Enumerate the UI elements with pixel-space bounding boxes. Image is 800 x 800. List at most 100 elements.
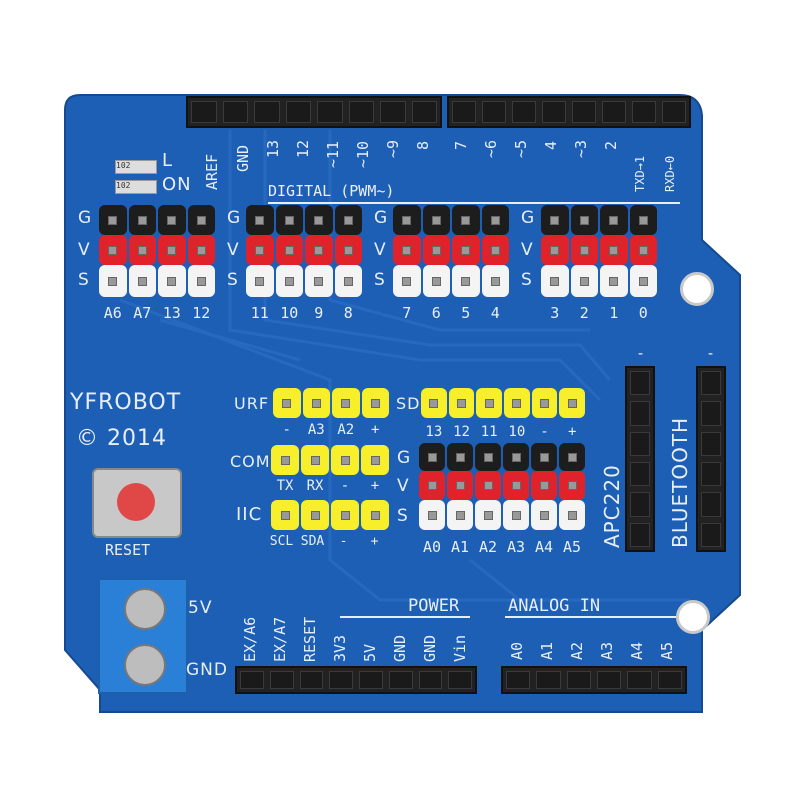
led-on: 102 [115,180,157,194]
pin[interactable] [334,235,362,265]
pin-label: 13 [264,139,282,158]
digital-vcc-row[interactable] [245,235,363,265]
v-label: V [374,240,387,260]
pin[interactable] [128,235,156,265]
pin[interactable] [393,235,421,265]
pin[interactable] [275,265,303,297]
power-pin-label: GND [391,634,409,662]
digital-vcc-row[interactable] [392,235,510,265]
digital-ground-row[interactable] [98,205,216,235]
pin[interactable] [99,205,127,235]
s-label: S [374,270,386,290]
pin[interactable] [393,265,421,297]
pin[interactable] [128,205,156,235]
analog-pin-label: A1 [538,641,556,660]
reset-button[interactable] [92,468,182,538]
pin-label: AREF [203,153,221,190]
digital-vcc-row[interactable] [540,235,658,265]
pin[interactable] [275,235,303,265]
digital-ground-row[interactable] [392,205,510,235]
digital-signal-row[interactable] [98,265,216,297]
reset-cap[interactable] [117,483,155,521]
pin[interactable] [422,265,450,297]
digital-header-left[interactable] [186,96,442,128]
pin[interactable] [99,235,127,265]
pin[interactable] [275,205,303,235]
pin[interactable] [246,205,274,235]
digital-signal-row[interactable] [540,265,658,297]
digital-header-right[interactable] [447,96,691,128]
pin[interactable] [600,235,628,265]
analog-in-header[interactable] [501,666,687,694]
digital-signal-row[interactable] [392,265,510,297]
com-header[interactable] [270,445,390,475]
pin[interactable] [158,205,186,235]
pin[interactable] [305,265,333,297]
pin[interactable] [452,235,480,265]
bluetooth-header[interactable] [696,366,726,552]
pin[interactable] [305,205,333,235]
pin-label: ~6 [482,139,500,158]
apc220-header[interactable] [625,366,655,552]
pin[interactable] [541,265,569,297]
pin[interactable] [629,265,657,297]
power-pin-label: 3V3 [331,634,349,662]
pin[interactable] [481,265,509,297]
pin[interactable] [422,235,450,265]
pin[interactable] [187,235,215,265]
analog-vcc-row[interactable] [418,471,586,500]
pin[interactable] [481,205,509,235]
pin[interactable] [158,235,186,265]
pin[interactable] [629,205,657,235]
pin[interactable] [187,265,215,297]
pin[interactable] [128,265,156,297]
pin[interactable] [570,235,598,265]
power-header[interactable] [235,666,477,694]
screw-icon[interactable] [124,588,166,630]
analog-pin-label: A5 [658,641,676,660]
bluetooth-minus-mark: - [706,344,716,362]
digital-signal-row[interactable] [245,265,363,297]
pin[interactable] [334,265,362,297]
power-pin-label: Vin [451,634,469,662]
led-l: 102 [115,160,157,174]
apc220-minus-mark: - [636,344,646,362]
screw-icon[interactable] [124,644,166,686]
v-label: V [397,476,410,496]
pin[interactable] [393,205,421,235]
digital-ground-row[interactable] [245,205,363,235]
analog-signal-row[interactable] [418,500,586,530]
digital-vcc-row[interactable] [98,235,216,265]
pin[interactable] [541,235,569,265]
pin[interactable] [600,265,628,297]
analog-ground-row[interactable] [418,443,586,471]
power-terminal-block[interactable] [98,578,188,694]
pin[interactable] [481,235,509,265]
pin-label: 1 [609,304,619,322]
pin[interactable] [334,205,362,235]
digital-ground-row[interactable] [540,205,658,235]
pin[interactable] [629,235,657,265]
pin[interactable] [187,205,215,235]
power-pin-label: EX/A7 [271,616,289,662]
pin[interactable] [600,205,628,235]
pin[interactable] [305,235,333,265]
pin[interactable] [452,205,480,235]
pin[interactable] [570,265,598,297]
pin[interactable] [158,265,186,297]
led-label-on: ON [162,174,192,195]
iic-header[interactable] [270,500,390,530]
pin[interactable] [570,205,598,235]
pin[interactable] [452,265,480,297]
pin[interactable] [422,205,450,235]
pin[interactable] [99,265,127,297]
urf-header[interactable] [272,388,390,418]
sd-header[interactable] [420,388,586,418]
pin[interactable] [246,265,274,297]
power-pin-label: 5V [361,643,379,662]
power-pin-label: GND [421,634,439,662]
pin[interactable] [246,235,274,265]
pin[interactable] [541,205,569,235]
